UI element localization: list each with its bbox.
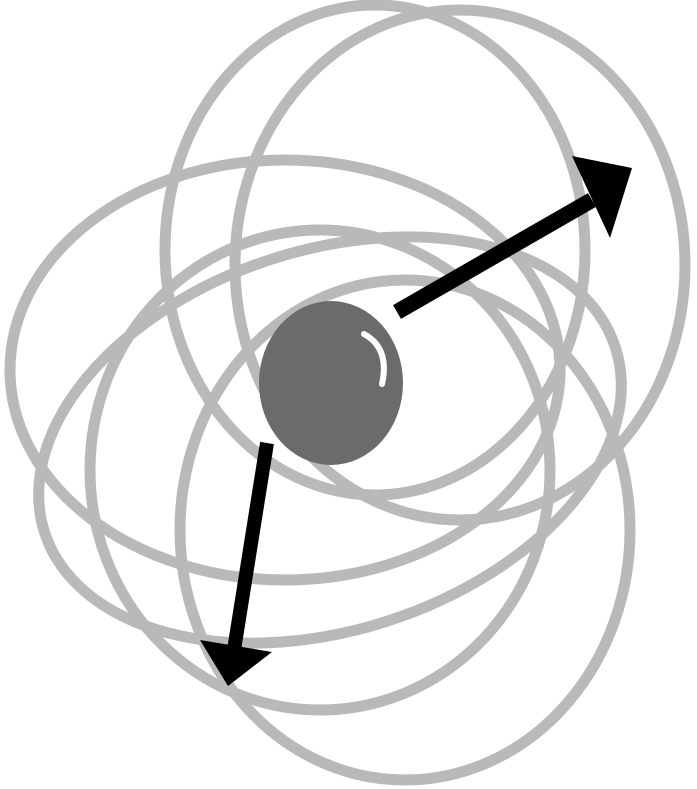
arrow-down-icon	[200, 443, 272, 686]
arrow-lower-shaft	[234, 443, 267, 650]
sphere-icon	[259, 301, 403, 465]
